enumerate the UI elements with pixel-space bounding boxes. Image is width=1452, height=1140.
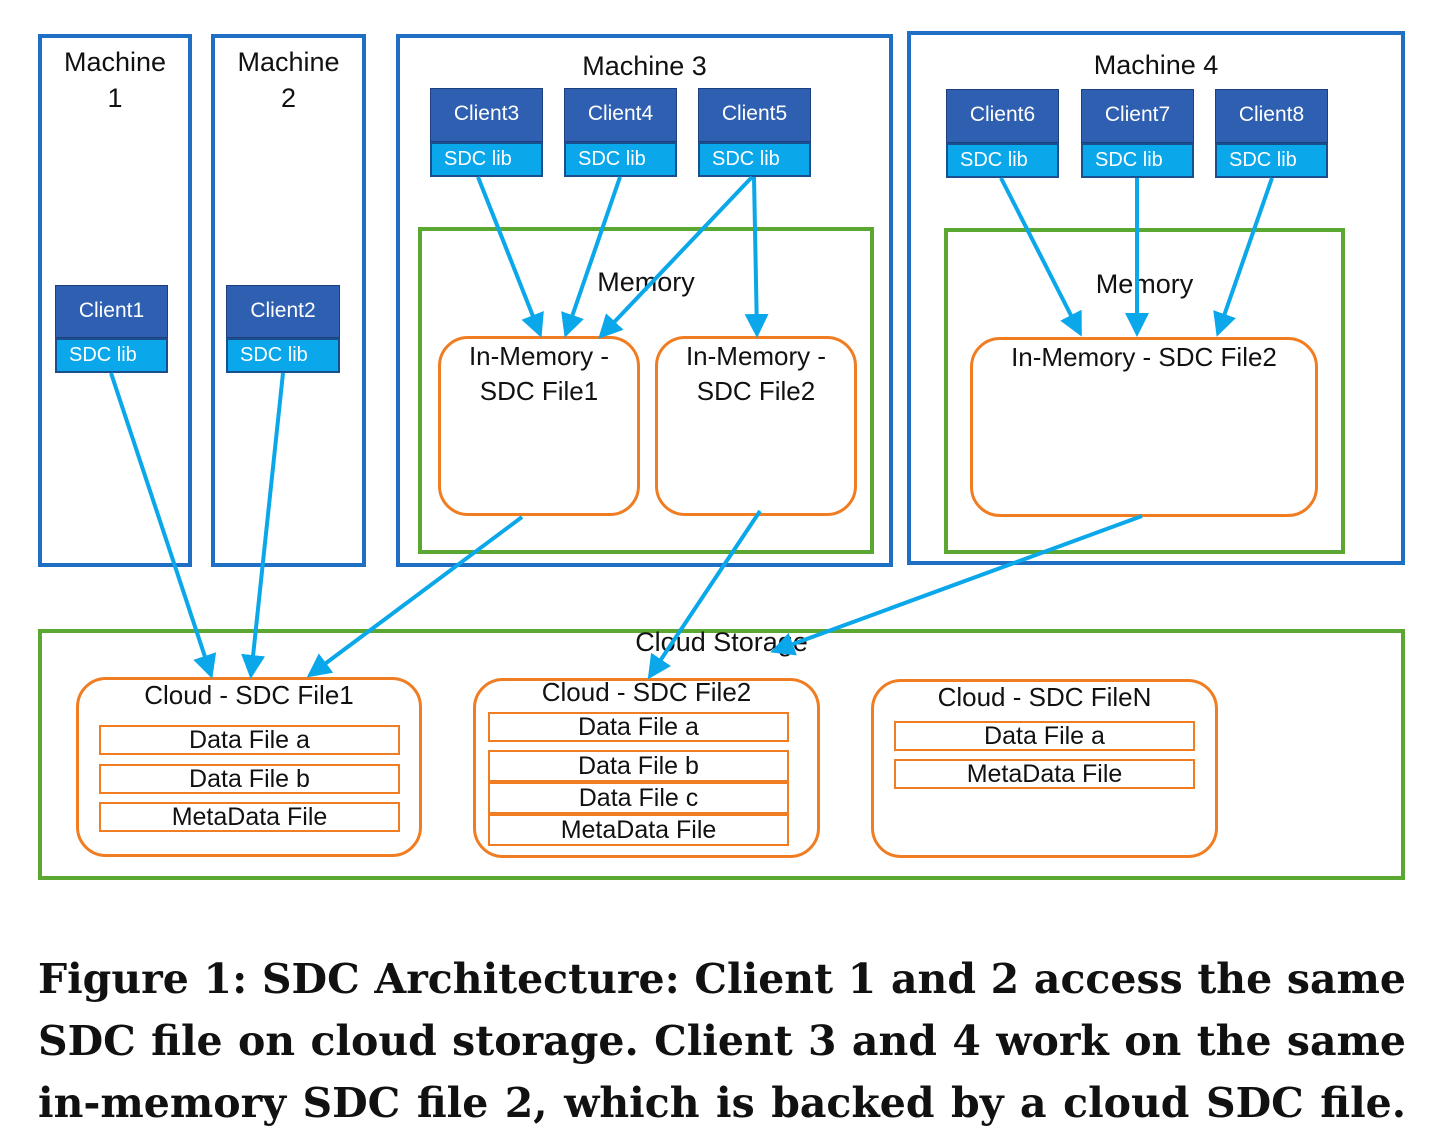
cloud-file2-item: MetaData File bbox=[488, 814, 789, 846]
cloud-filen-item: Data File a bbox=[894, 721, 1195, 751]
client8-box: Client8 bbox=[1215, 89, 1328, 143]
client7-box: Client7 bbox=[1081, 89, 1194, 143]
machine-label: Machine 2 bbox=[237, 47, 340, 113]
sdc-lib-client1: SDC lib bbox=[55, 338, 168, 373]
in-memory-sdc-file2-machine-4: In-Memory - SDC File2 bbox=[970, 337, 1318, 517]
sdc-lib-client3: SDC lib bbox=[430, 142, 543, 177]
in-memory-label: In-Memory - SDC File1 bbox=[468, 341, 610, 406]
cloud-file-label: Cloud - SDC File1 bbox=[144, 680, 354, 710]
memory-label: Memory bbox=[597, 267, 695, 297]
figure-caption: Figure 1: SDC Architecture: Client 1 and… bbox=[38, 955, 1406, 1127]
cloud-file1-item: Data File b bbox=[99, 764, 400, 794]
cloud-file1-item: MetaData File bbox=[99, 802, 400, 832]
in-memory-label: In-Memory - SDC File2 bbox=[685, 341, 827, 406]
sdc-lib-client5: SDC lib bbox=[698, 142, 811, 177]
cloud-storage-label: Cloud Storage bbox=[635, 627, 808, 657]
client6-box: Client6 bbox=[946, 89, 1059, 143]
client3-box: Client3 bbox=[430, 88, 543, 142]
client4-box: Client4 bbox=[564, 88, 677, 142]
cloud-file2-item: Data File b bbox=[488, 750, 789, 782]
sdc-lib-client7: SDC lib bbox=[1081, 143, 1194, 178]
memory-box-machine-4: Memory bbox=[944, 228, 1345, 554]
cloud-file-label: Cloud - SDC File2 bbox=[541, 677, 752, 707]
cloud-file-label: Cloud - SDC FileN bbox=[937, 682, 1152, 712]
client5-box: Client5 bbox=[698, 88, 811, 142]
machine-label: Machine 1 bbox=[63, 47, 167, 113]
machine-3: Machine 3 bbox=[396, 34, 893, 567]
sdc-lib-client6: SDC lib bbox=[946, 143, 1059, 178]
sdc-lib-client2: SDC lib bbox=[226, 338, 340, 373]
sdc-lib-client4: SDC lib bbox=[564, 142, 677, 177]
machine-2: Machine 2 bbox=[211, 34, 366, 567]
in-memory-label: In-Memory - SDC File2 bbox=[1011, 342, 1277, 372]
machine-label: Machine 3 bbox=[582, 51, 707, 81]
client2-box: Client2 bbox=[226, 285, 340, 338]
memory-label: Memory bbox=[1095, 269, 1194, 299]
machine-label: Machine 4 bbox=[1093, 50, 1219, 80]
cloud-file2-item: Data File a bbox=[488, 712, 789, 742]
machine-4: Machine 4 bbox=[907, 31, 1405, 565]
in-memory-sdc-file1: In-Memory - SDC File1 bbox=[438, 336, 640, 516]
cloud-sdc-filen: Cloud - SDC FileN bbox=[871, 679, 1218, 858]
cloud-filen-item: MetaData File bbox=[894, 759, 1195, 789]
cloud-file2-item: Data File c bbox=[488, 782, 789, 814]
sdc-lib-client8: SDC lib bbox=[1215, 143, 1328, 178]
in-memory-sdc-file2-machine-3: In-Memory - SDC File2 bbox=[655, 336, 857, 516]
client1-box: Client1 bbox=[55, 285, 168, 338]
cloud-sdc-file2: Cloud - SDC File2 bbox=[473, 677, 820, 858]
cloud-file1-item: Data File a bbox=[99, 725, 400, 755]
